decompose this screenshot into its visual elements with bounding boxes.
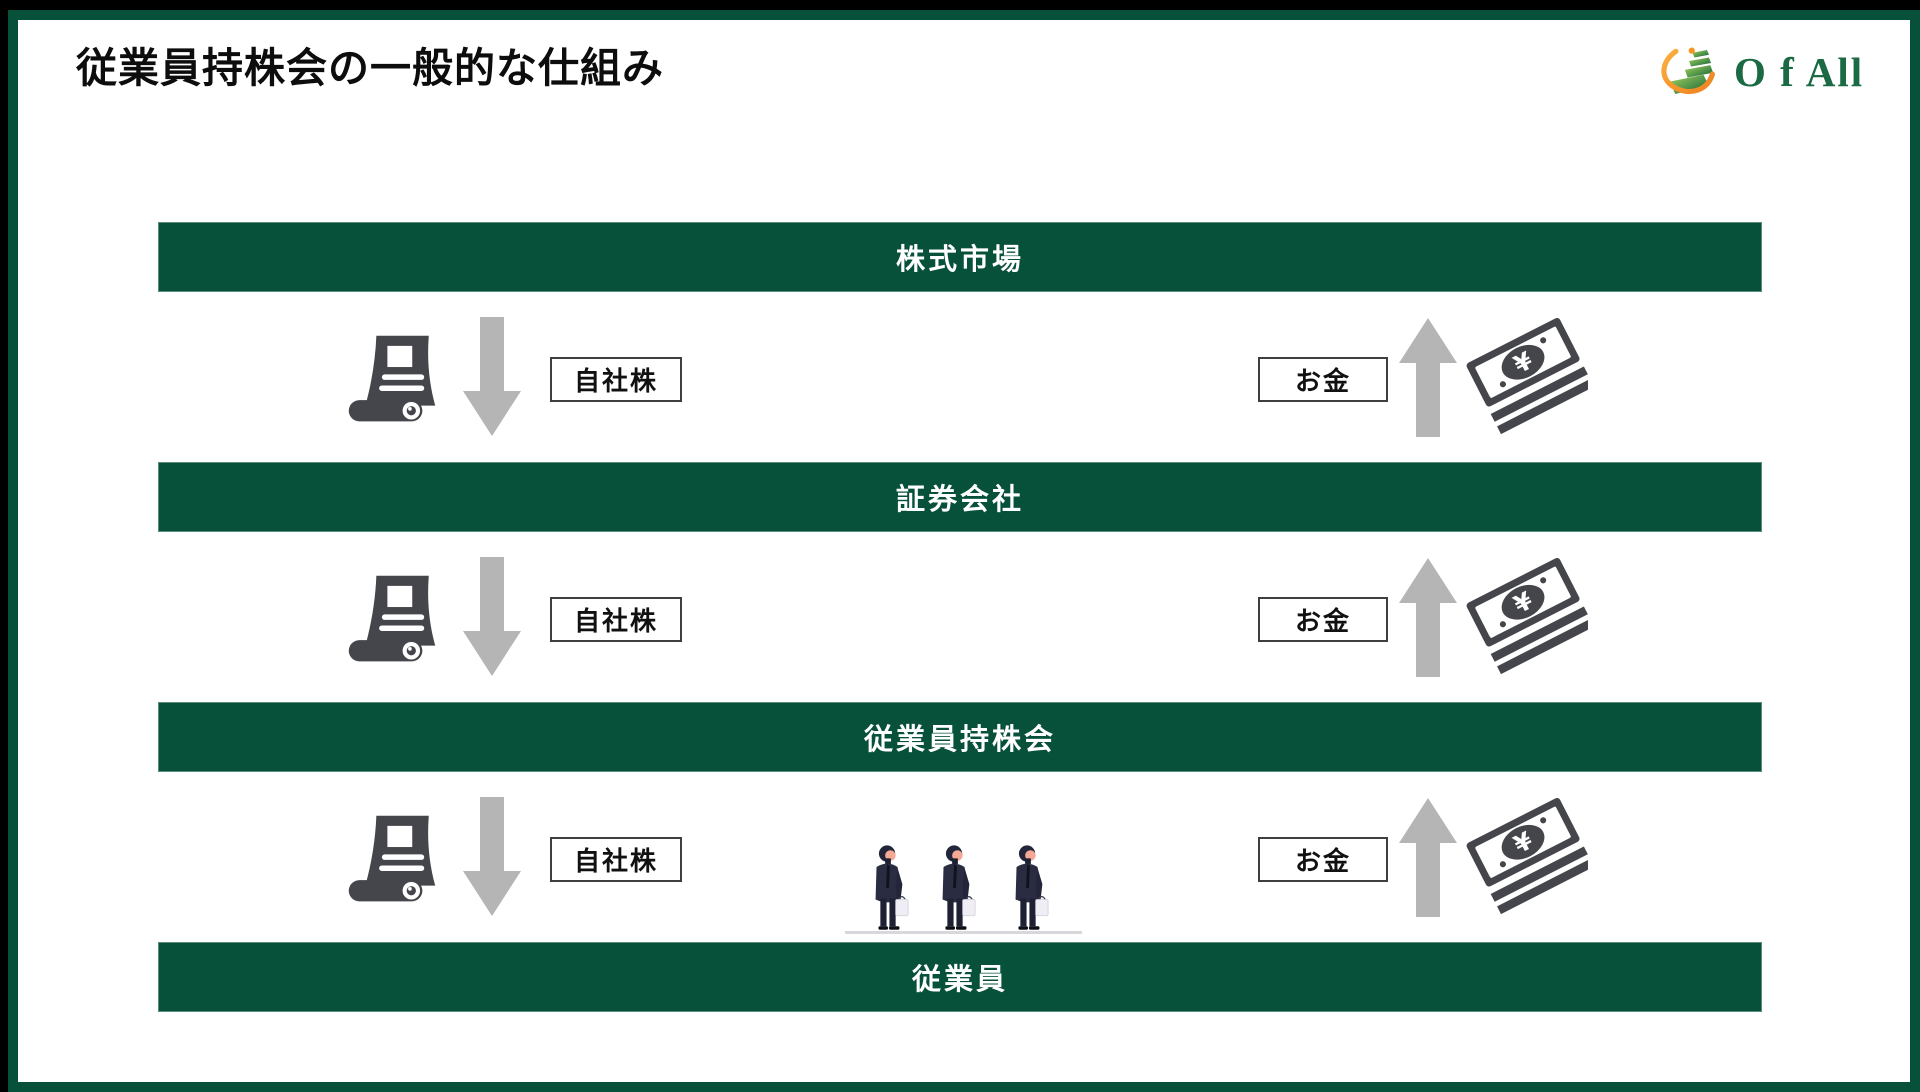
businessperson-icon [874, 844, 909, 931]
stock-label-box: 自社株 [550, 837, 682, 882]
band-employees: 従業員 [158, 942, 1762, 1012]
up-arrow-icon [1399, 798, 1457, 917]
stock-certificate-icon [348, 335, 436, 422]
down-arrow-icon [463, 317, 521, 436]
up-arrow-icon [1399, 558, 1457, 677]
band-securities-company: 証券会社 [158, 462, 1762, 532]
down-arrow-icon [463, 797, 521, 916]
businessperson-icon [941, 844, 976, 931]
stock-label-box: 自社株 [550, 357, 682, 402]
money-stack-icon [1466, 316, 1588, 435]
band-stock-market: 株式市場 [158, 222, 1762, 292]
employees-illustration [845, 842, 1082, 936]
money-label-box: お金 [1258, 357, 1388, 402]
page-title: 従業員持株会の一般的な仕組み [76, 45, 664, 91]
money-label-box: お金 [1258, 837, 1388, 882]
band-employee-stock-ownership-association: 従業員持株会 [158, 702, 1762, 772]
up-arrow-icon [1399, 318, 1457, 437]
flow-row-market-to-securities: 自社株 お金 [158, 294, 1762, 462]
logo-text: O f All [1734, 49, 1865, 95]
flow-row-securities-to-association: 自社株 お金 [158, 534, 1762, 702]
band-label: 証券会社 [895, 484, 1024, 516]
logo-steps-icon [1661, 47, 1716, 95]
company-logo: O f All [1658, 36, 1888, 108]
money-label-box: お金 [1258, 597, 1388, 642]
band-label: 従業員 [911, 964, 1008, 996]
money-stack-icon [1466, 556, 1588, 675]
flow-row-association-to-employees: 自社株 お金 [158, 774, 1762, 942]
stock-label-box: 自社株 [550, 597, 682, 642]
money-stack-icon [1466, 796, 1588, 915]
band-label: 株式市場 [895, 244, 1024, 276]
ground-line [845, 931, 1082, 934]
stock-certificate-icon [348, 815, 436, 902]
down-arrow-icon [463, 557, 521, 676]
stock-certificate-icon [348, 575, 436, 662]
businessperson-icon [1014, 844, 1049, 931]
band-label: 従業員持株会 [863, 724, 1056, 756]
